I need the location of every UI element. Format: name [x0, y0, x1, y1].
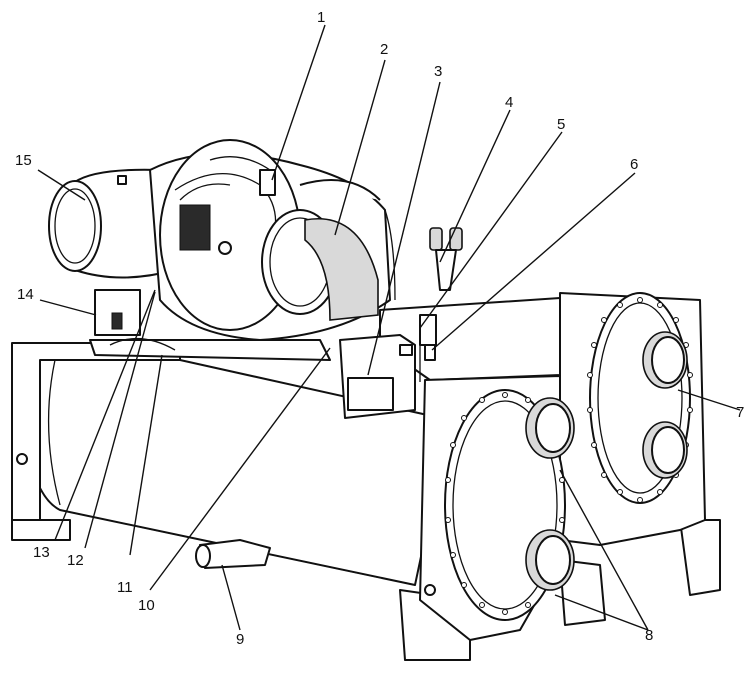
callout-1: 1 — [317, 9, 326, 26]
callout-4: 4 — [505, 94, 514, 111]
callout-7: 7 — [736, 404, 745, 421]
motor-housing — [48, 168, 176, 279]
callout-15: 15 — [15, 152, 32, 169]
front-tube-sheet — [419, 375, 575, 641]
bottom-connection — [195, 539, 271, 569]
callout-3: 3 — [434, 63, 443, 80]
callout-13: 13 — [33, 544, 50, 561]
callout-14: 14 — [17, 286, 34, 303]
compressor-volute — [149, 139, 391, 341]
callout-8: 8 — [645, 627, 654, 644]
rear-tube-sheet — [559, 292, 706, 546]
callout-5: 5 — [557, 116, 566, 133]
control-panel — [339, 334, 416, 419]
callout-10: 10 — [138, 597, 155, 614]
callout-9: 9 — [236, 631, 245, 648]
callout-6: 6 — [630, 156, 639, 173]
callout-2: 2 — [380, 41, 389, 58]
callout-12: 12 — [67, 552, 84, 569]
callout-11: 11 — [117, 579, 133, 596]
leader-lines — [37, 24, 741, 631]
oil-sump — [89, 289, 331, 361]
piping — [299, 179, 396, 301]
